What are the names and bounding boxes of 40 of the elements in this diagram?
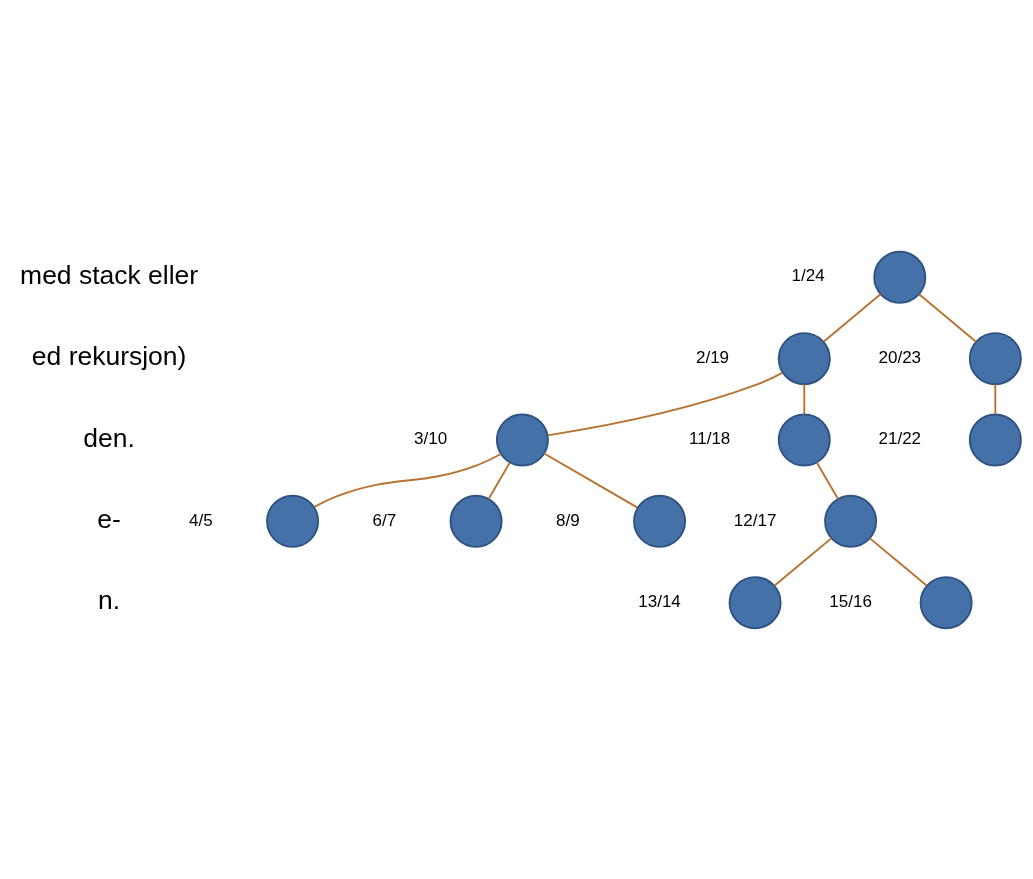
label: n. (98, 584, 121, 615)
connector (543, 452, 639, 509)
node-circle (919, 575, 973, 629)
node-circle (495, 413, 549, 466)
connector (822, 292, 882, 343)
node-circle (968, 331, 1022, 385)
label: med stack eller (20, 259, 199, 290)
connector (773, 536, 833, 587)
connector (869, 536, 928, 587)
connector (313, 452, 502, 508)
node-label: 12/17 (733, 510, 777, 529)
node-label: 13/14 (638, 591, 681, 611)
node-circle (777, 331, 831, 385)
node-circle (873, 250, 927, 304)
connector (918, 292, 977, 343)
node-circle (728, 575, 782, 629)
node-label: 2/19 (695, 347, 730, 367)
label: e- (97, 503, 121, 534)
node-label: 3/10 (414, 428, 448, 448)
label: ed rekursjon) (31, 340, 187, 371)
node-label: 11/18 (689, 428, 731, 448)
node-label: 4/5 (189, 510, 213, 529)
connector (803, 382, 806, 415)
label: den. (83, 422, 135, 453)
node-label: 21/22 (878, 428, 922, 448)
connector (816, 461, 840, 500)
connector (487, 461, 511, 500)
node-label: 1/24 (791, 265, 825, 285)
node-circle (777, 413, 831, 466)
node-label: 20/23 (878, 347, 922, 367)
node-label: 8/9 (555, 510, 580, 529)
node-circle (449, 494, 503, 548)
connector (994, 382, 997, 415)
node-label: 15/16 (829, 591, 872, 611)
node-circle (968, 413, 1022, 466)
node-circle (633, 494, 687, 548)
node-label: 6/7 (372, 510, 397, 529)
connector (546, 371, 784, 436)
node-circle (266, 494, 320, 548)
node-circle (824, 494, 878, 548)
